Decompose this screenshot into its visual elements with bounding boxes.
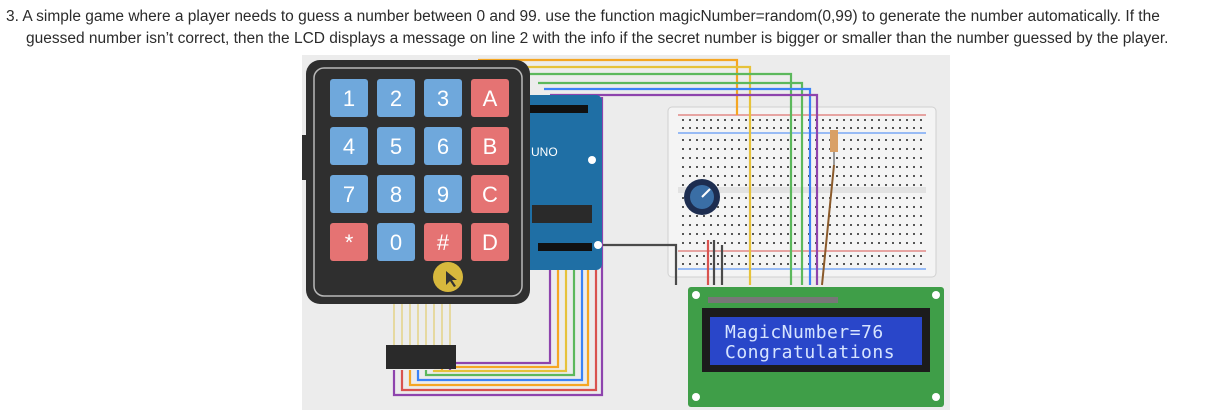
keypad-4x4[interactable]: 1 2 3 A 4 5 6 B 7 8 9 C * 0 # D <box>302 60 530 304</box>
keypad-key-A[interactable]: A <box>471 79 509 117</box>
potentiometer[interactable] <box>684 179 720 215</box>
keypad-key-label: 3 <box>437 86 449 111</box>
keypad-key-label: 6 <box>437 134 449 159</box>
keypad-key-label: * <box>345 230 354 255</box>
keypad-key-D[interactable]: D <box>471 223 509 261</box>
lcd-16x2[interactable] <box>688 287 944 407</box>
keypad-key-B[interactable]: B <box>471 127 509 165</box>
keypad-key-label: D <box>482 230 498 255</box>
keypad-key-label: 5 <box>390 134 402 159</box>
keypad-key-label: 2 <box>390 86 402 111</box>
task-description: 3. A simple game where a player needs to… <box>6 6 1206 50</box>
keypad-key-6[interactable]: 6 <box>424 127 462 165</box>
arduino-board-label: UNO <box>531 145 558 159</box>
keypad-connector <box>386 304 456 369</box>
keypad-key-label: 4 <box>343 134 355 159</box>
keypad-key-label: 1 <box>343 86 355 111</box>
keypad-key-8[interactable]: 8 <box>377 175 415 213</box>
keypad-key-label: C <box>482 182 498 207</box>
keypad-key-7[interactable]: 7 <box>330 175 368 213</box>
keypad-key-0[interactable]: 0 <box>377 223 415 261</box>
circuit-simulator-canvas[interactable]: 1 2 3 A 4 5 6 B 7 8 9 C * 0 # D <box>302 55 950 410</box>
keypad-key-label: 9 <box>437 182 449 207</box>
keypad-key-1[interactable]: 1 <box>330 79 368 117</box>
lcd-line-2: Congratulations <box>725 342 896 363</box>
keypad-key-label: B <box>483 134 498 159</box>
keypad-key-5[interactable]: 5 <box>377 127 415 165</box>
circuit-diagram: 1 2 3 A 4 5 6 B 7 8 9 C * 0 # D <box>302 58 944 407</box>
keypad-key-#[interactable]: # <box>424 223 462 261</box>
keypad-key-4[interactable]: 4 <box>330 127 368 165</box>
keypad-key-label: 0 <box>390 230 402 255</box>
mouse-cursor-highlight <box>433 262 463 292</box>
resistor <box>821 130 838 286</box>
keypad-key-C[interactable]: C <box>471 175 509 213</box>
keypad-key-3[interactable]: 3 <box>424 79 462 117</box>
lcd-line-1: MagicNumber=76 <box>725 322 884 343</box>
keypad-key-9[interactable]: 9 <box>424 175 462 213</box>
task-line-2: guessed number isn’t correct, then the L… <box>26 30 1169 47</box>
lcd-display-text: MagicNumber=76 Congratulations <box>725 323 895 363</box>
keypad-key-label: # <box>437 230 450 255</box>
keypad-key-2[interactable]: 2 <box>377 79 415 117</box>
keypad-key-label: 7 <box>343 182 355 207</box>
task-line-1: 3. A simple game where a player needs to… <box>6 8 1160 25</box>
keypad-key-label: A <box>483 86 498 111</box>
keypad-key-*[interactable]: * <box>330 223 368 261</box>
keypad-key-label: 8 <box>390 182 402 207</box>
